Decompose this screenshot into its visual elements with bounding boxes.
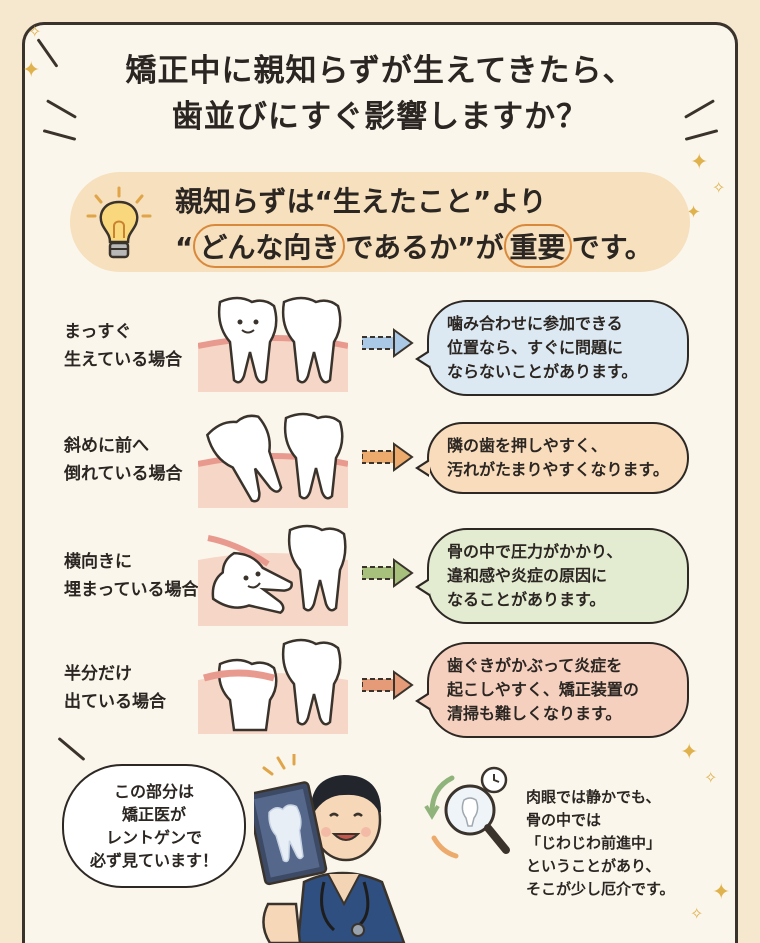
arrow-icon xyxy=(362,328,414,358)
lightbulb-icon xyxy=(86,186,152,259)
sparkle-icon: ✧ xyxy=(28,22,42,41)
tilted-tooth-illustration xyxy=(198,412,348,508)
arrow-icon xyxy=(362,558,414,588)
banner-highlight-important: 重要 xyxy=(503,224,572,268)
banner-text-end: です。 xyxy=(571,231,653,264)
sparkle-icon: ✦ xyxy=(712,880,731,905)
magnifier-icon xyxy=(424,766,510,859)
sparkle-icon: ✦ xyxy=(690,150,709,175)
note-text: 肉眼では静かでも、 骨の中では 「じわじわ前進中」 ということがあり、 そこが少… xyxy=(526,788,675,898)
sparkle-icon: ✧ xyxy=(712,178,726,197)
sparkle-icon: ✧ xyxy=(704,768,718,787)
doctor-illustration xyxy=(254,754,406,943)
sparkle-icon: ✦ xyxy=(680,740,699,765)
banner-line-2: “どんな向きであるか”が重要です。 xyxy=(175,224,653,268)
banner-highlight-direction: どんな向き xyxy=(193,224,346,268)
row-label-straight: まっすぐ 生えている場合 xyxy=(64,322,183,370)
banner-line-1: 親知らずは“生えたこと”より xyxy=(175,185,547,218)
doctor-speech-bubble: この部分は 矯正医が レントゲンで 必ず見ています！ xyxy=(62,764,246,888)
banner-quote-open: “ xyxy=(175,231,194,264)
sparkle-icon: ✧ xyxy=(690,904,704,923)
row-label-tilted: 斜めに前へ 倒れている場合 xyxy=(64,436,183,484)
title-line-2: 歯並びにすぐ影響しますか？ xyxy=(171,99,589,135)
explanation-bubble-tilted: 隣の歯を押しやすく、 汚れがたまりやすくなります。 xyxy=(415,422,689,494)
arrow-icon xyxy=(362,442,414,472)
horizontal-tooth-illustration xyxy=(198,524,348,626)
title-line-1: 矯正中に親知らずが生えてきたら、 xyxy=(125,53,635,89)
explanation-bubble-partial: 歯ぐきがかぶって炎症を 起こしやすく、矯正装置の 清掃も難しくなります。 xyxy=(415,642,689,738)
explanation-bubble-straight: 噛み合わせに参加できる 位置なら、すぐに問題に ならないことがあります。 xyxy=(415,300,689,396)
key-point-banner xyxy=(70,172,690,272)
straight-tooth-illustration xyxy=(198,296,348,392)
sparkle-icon: ✦ xyxy=(22,58,41,83)
explanation-bubble-horizontal: 骨の中で圧力がかかり、 違和感や炎症の原因に なることがあります。 xyxy=(415,528,689,624)
arrow-icon xyxy=(362,670,414,700)
banner-text-mid: であるか”が xyxy=(345,231,504,264)
row-label-partial: 半分だけ 出ている場合 xyxy=(64,664,166,712)
partial-tooth-illustration xyxy=(198,638,348,734)
page-title: 矯正中に親知らずが生えてきたら、 歯並びにすぐ影響しますか？ xyxy=(0,48,760,140)
row-label-horizontal: 横向きに 埋まっている場合 xyxy=(64,552,199,600)
